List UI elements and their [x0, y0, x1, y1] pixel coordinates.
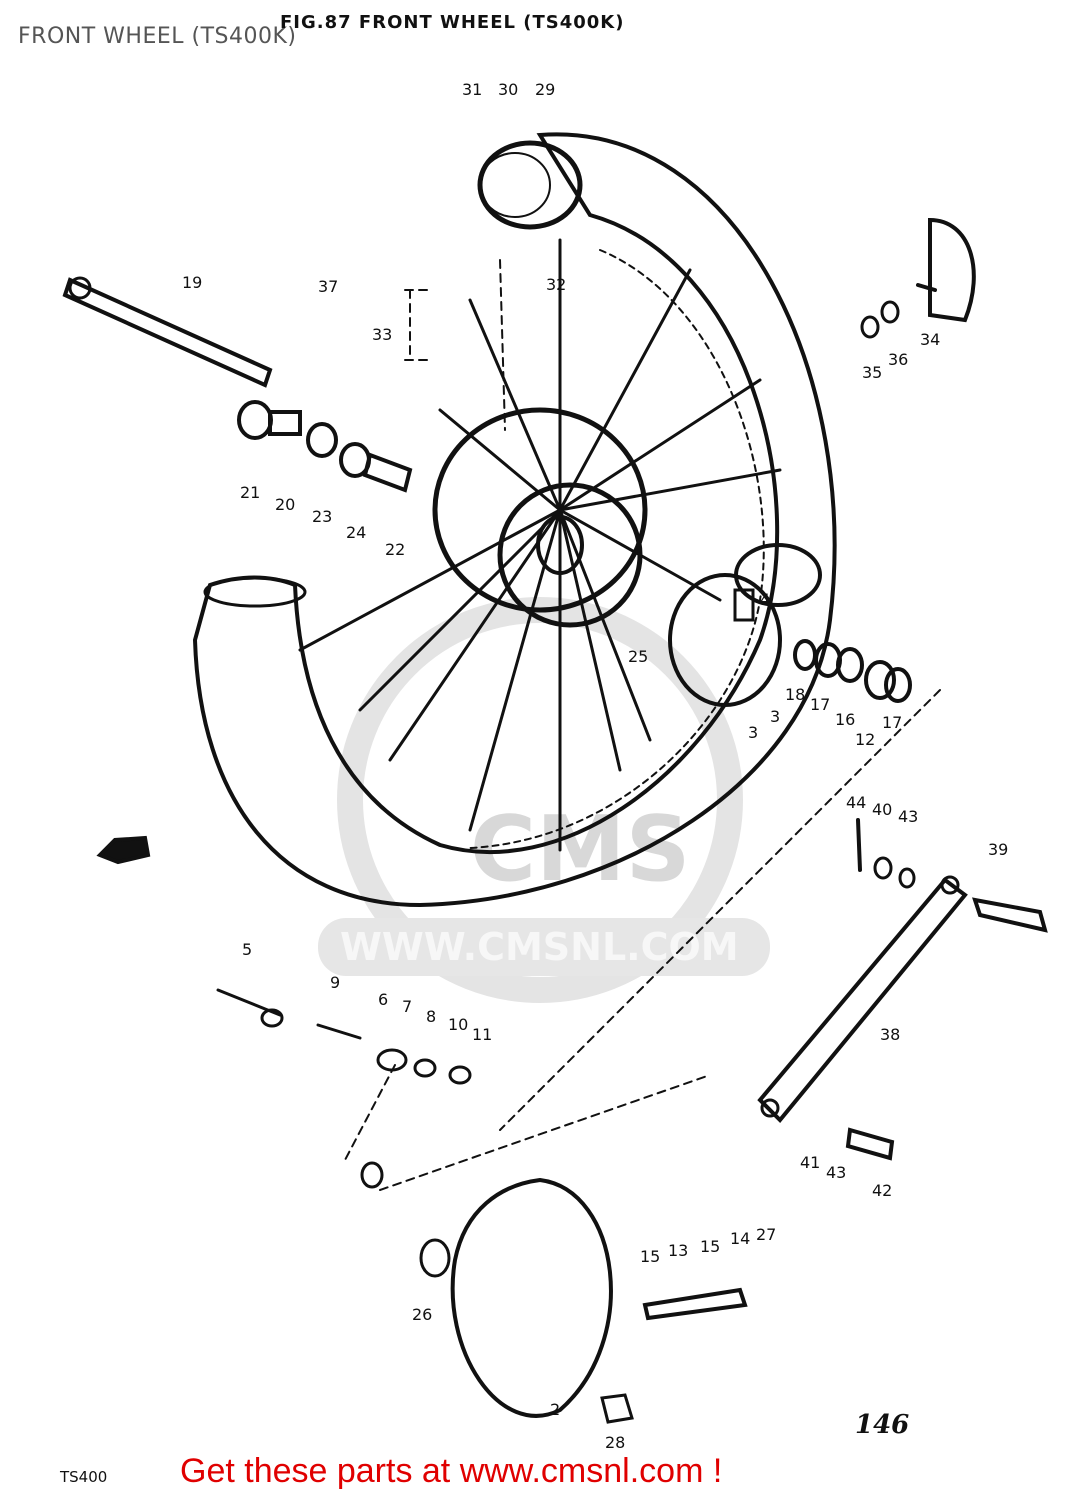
callout-3b: 3	[748, 723, 758, 742]
callout-20: 20	[275, 495, 295, 514]
wheel-hub	[432, 407, 648, 628]
watermark-url: WWW.CMSNL.COM	[340, 925, 739, 969]
callout-15a: 15	[640, 1247, 660, 1266]
callout-14: 14	[730, 1229, 750, 1248]
callout-26: 26	[412, 1305, 432, 1324]
callout-30: 30	[498, 80, 518, 99]
assembly-guides	[344, 259, 941, 1191]
reflector-34	[860, 217, 976, 339]
callout-33: 33	[372, 325, 392, 344]
callout-10: 10	[448, 1015, 468, 1034]
brake-cam-parts	[216, 988, 472, 1189]
axle-spacers	[237, 400, 413, 493]
callout-43a: 43	[898, 807, 918, 826]
callout-22: 22	[385, 540, 405, 559]
callout-19: 19	[182, 273, 202, 292]
callout-13: 13	[668, 1241, 688, 1260]
callout-31: 31	[462, 80, 482, 99]
callout-16: 16	[835, 710, 855, 729]
callout-18: 18	[785, 685, 805, 704]
watermark: CMS WWW.CMSNL.COM	[318, 597, 770, 1003]
brake-panel	[668, 543, 822, 707]
watermark-logo: CMS	[470, 797, 690, 902]
right-bearings	[793, 639, 912, 703]
direction-arrow	[96, 835, 151, 865]
callout-36: 36	[888, 350, 908, 369]
callout-35: 35	[862, 363, 882, 382]
callout-3a: 3	[770, 707, 780, 726]
figure-heading: FIG.87 FRONT WHEEL (TS400K)	[280, 12, 625, 33]
callout-24: 24	[346, 523, 366, 542]
promo-link[interactable]: Get these parts at www.cmsnl.com !	[180, 1452, 723, 1490]
callout-8: 8	[426, 1007, 436, 1026]
callout-42: 42	[872, 1181, 892, 1200]
callout-9: 9	[330, 973, 340, 992]
torque-link	[757, 818, 1048, 1161]
page-title: FRONT WHEEL (TS400K)	[18, 24, 297, 49]
callout-32: 32	[546, 275, 566, 294]
tube-valve	[477, 140, 583, 230]
callout-41: 41	[800, 1153, 820, 1172]
callout-29: 29	[535, 80, 555, 99]
callout-27: 27	[756, 1225, 776, 1244]
callout-17b: 17	[882, 713, 902, 732]
model-label: TS400	[60, 1468, 108, 1486]
callout-17a: 17	[810, 695, 830, 714]
callout-2: 2	[550, 1400, 560, 1419]
callout-38: 38	[880, 1025, 900, 1044]
callout-23: 23	[312, 507, 332, 526]
tire	[192, 132, 837, 908]
callout-4: 4	[760, 590, 770, 609]
callout-21: 21	[240, 483, 260, 502]
callout-labels: 31 30 29 19 37 32 33 34 35 36 21 20 23 2…	[182, 80, 1008, 1452]
callout-25: 25	[628, 647, 648, 666]
callout-6: 6	[378, 990, 388, 1009]
callout-5: 5	[242, 940, 252, 959]
callout-7: 7	[402, 997, 412, 1016]
callout-34: 34	[920, 330, 940, 349]
callout-44: 44	[846, 793, 866, 812]
brake-panel-plate	[419, 1177, 748, 1424]
callout-15b: 15	[700, 1237, 720, 1256]
callout-11: 11	[472, 1025, 492, 1044]
callout-28: 28	[605, 1433, 625, 1452]
callout-39: 39	[988, 840, 1008, 859]
callout-37: 37	[318, 277, 338, 296]
callout-12: 12	[855, 730, 875, 749]
callout-40: 40	[872, 800, 892, 819]
front-axle	[62, 276, 273, 388]
page-number: 146	[855, 1410, 910, 1440]
callout-43b: 43	[826, 1163, 846, 1182]
